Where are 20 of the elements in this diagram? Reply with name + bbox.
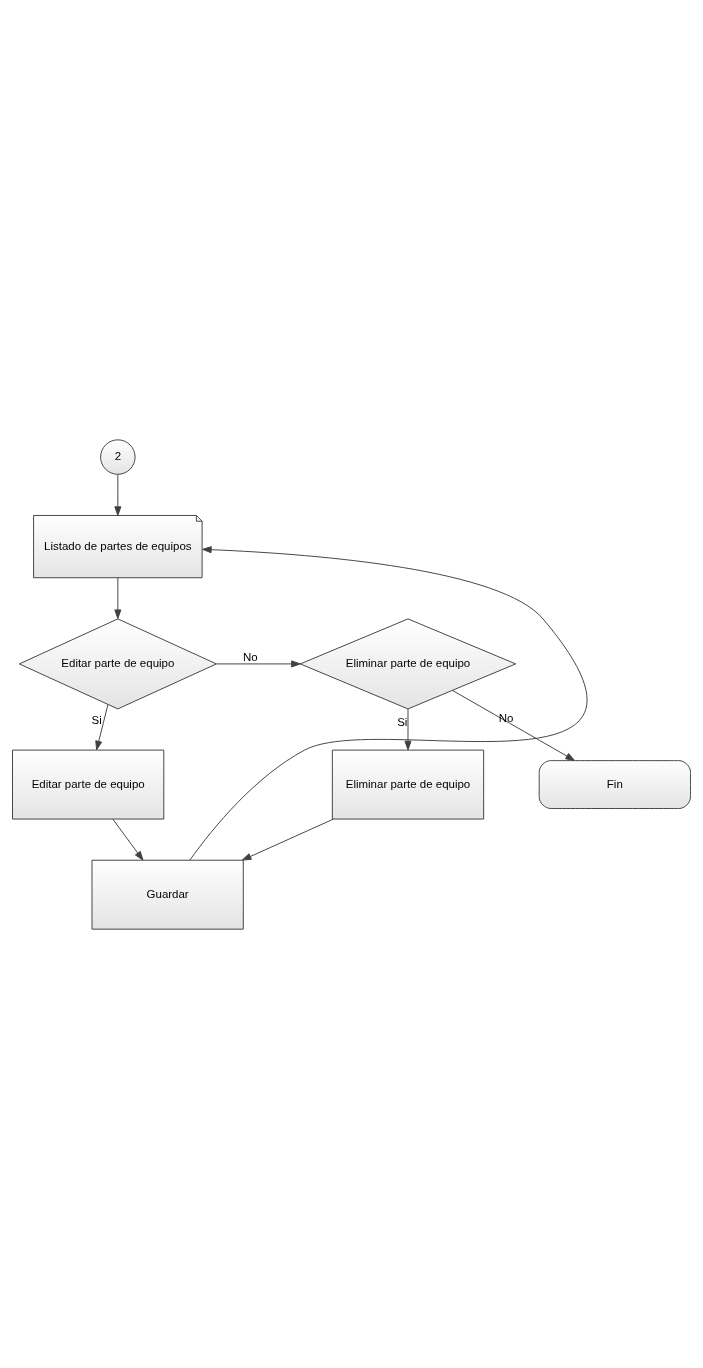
node-diamond: Editar parte de equipo (18, 617, 217, 709)
edge-label: No (243, 650, 258, 663)
arrow (114, 473, 122, 516)
arrow (189, 545, 587, 861)
arrow (114, 576, 122, 619)
edge-label: Si (91, 713, 102, 726)
arrow (404, 708, 412, 750)
node-box: Fin (538, 759, 691, 809)
arrow (452, 689, 575, 761)
node-box: Eliminar parte de equipo (331, 749, 485, 819)
arrow (95, 703, 109, 750)
edge-label: Si (397, 715, 408, 728)
arrow (215, 659, 301, 667)
edge-label: No (498, 711, 514, 724)
node-circle: 2 (100, 438, 136, 475)
arrow (112, 818, 144, 861)
node-diamond: Eliminar parte de equipo (299, 617, 517, 709)
arrow (241, 818, 334, 861)
node-box: Editar parte de equipo (12, 749, 165, 819)
node-box: Guardar (91, 859, 244, 930)
